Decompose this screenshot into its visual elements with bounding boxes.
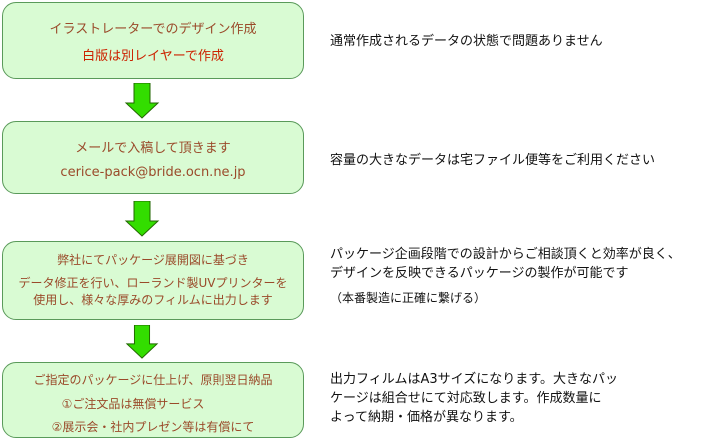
down-arrow-icon bbox=[125, 325, 159, 359]
step-2-note: 容量の大きなデータは宅ファイル便等をご利用ください bbox=[330, 153, 656, 168]
step-3-note: パッケージ企画段階での設計からご相談頂くと効率が良く、 デザインを反映できるパッ… bbox=[330, 247, 681, 305]
step-1-note: 通常作成されるデータの状態で問題ありません bbox=[330, 34, 603, 49]
step-3-line-3: 使用し、様々な厚みのフィルムに出力します bbox=[33, 293, 273, 307]
step-1-title: イラストレーターでのデザイン作成 bbox=[49, 22, 257, 37]
down-arrow-icon bbox=[124, 83, 160, 119]
step-3-line-2: データ修正を行い、ローランド製UVプリンターを bbox=[18, 276, 288, 290]
step-1-highlight: 白版は別レイヤーで作成 bbox=[82, 49, 224, 64]
step-4-line-1: ご指定のパッケージに仕上げ、原則翌日納品 bbox=[33, 373, 273, 387]
step-1-box: イラストレーターでのデザイン作成 白版は別レイヤーで作成 bbox=[2, 2, 304, 79]
down-arrow-icon bbox=[124, 201, 160, 237]
step-4-line-3: ②展示会・社内プレゼン等は有償にて bbox=[51, 420, 255, 434]
step-2-email: cerice-pack@bride.ocn.ne.jp bbox=[60, 165, 246, 180]
step-3-box: 弊社にてパッケージ展開図に基づき データ修正を行い、ローランド製UVプリンターを… bbox=[2, 241, 304, 320]
step-4-note: 出力フィルムはA3サイズになります。大きなパッ ケージは組合せにて対応致します。… bbox=[330, 372, 618, 425]
step-3-line-1: 弊社にてパッケージ展開図に基づき bbox=[57, 253, 249, 267]
step-2-title: メールで入稿して頂きます bbox=[75, 141, 231, 156]
step-4-box: ご指定のパッケージに仕上げ、原則翌日納品 ①ご注文品は無償サービス ②展示会・社… bbox=[2, 362, 304, 438]
step-2-box: メールで入稿して頂きます cerice-pack@bride.ocn.ne.jp bbox=[2, 121, 304, 194]
step-4-line-2: ①ご注文品は無償サービス bbox=[61, 397, 205, 411]
